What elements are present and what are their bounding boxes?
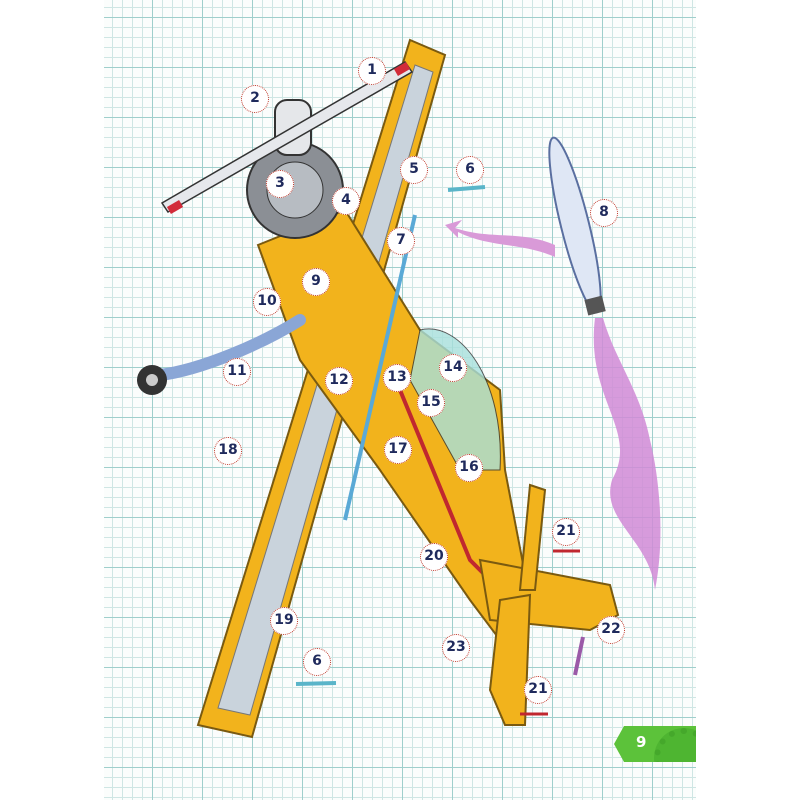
callout-9: 9	[302, 268, 330, 296]
callout-7: 7	[387, 227, 415, 255]
callout-12: 12	[325, 367, 353, 395]
callout-14: 14	[439, 354, 467, 382]
callout-15: 15	[417, 389, 445, 417]
callout-1: 1	[358, 57, 386, 85]
callout-23: 23	[442, 634, 470, 662]
rocket-exhaust-plume	[593, 318, 661, 590]
callout-6: 6	[456, 156, 484, 184]
callout-17: 17	[384, 436, 412, 464]
callout-20: 20	[420, 543, 448, 571]
propeller-tip	[393, 62, 411, 76]
landing-gear-strut	[154, 314, 306, 381]
callout-18: 18	[214, 437, 242, 465]
page-number-tab: 9	[614, 726, 696, 762]
rudder	[518, 483, 547, 591]
callout-8: 8	[590, 199, 618, 227]
rocket-icon	[548, 136, 606, 316]
callout-6-lower: 6	[303, 648, 331, 676]
callout-16: 16	[455, 454, 483, 482]
callout-19: 19	[270, 607, 298, 635]
callout-3: 3	[266, 170, 294, 198]
callout-10: 10	[253, 288, 281, 316]
wheel-hub	[146, 374, 158, 386]
propeller-tip	[166, 200, 184, 214]
callout-5: 5	[400, 156, 428, 184]
callout-21-lower: 21	[524, 676, 552, 704]
callout-21: 21	[552, 518, 580, 546]
aileron-arrow-lower	[295, 681, 337, 686]
callout-2: 2	[241, 85, 269, 113]
callout-4: 4	[332, 187, 360, 215]
propeller	[160, 61, 414, 213]
callout-13: 13	[383, 364, 411, 392]
gear-icon	[654, 728, 696, 762]
callout-22: 22	[597, 616, 625, 644]
arrow-pink	[445, 220, 555, 257]
cockpit-canopy	[409, 328, 501, 471]
aileron-arrow	[447, 185, 486, 192]
vertical-fin	[488, 593, 532, 726]
fuel-line	[343, 214, 417, 521]
page-number: 9	[636, 733, 647, 751]
callout-11: 11	[223, 358, 251, 386]
elevator-arrow	[573, 636, 585, 676]
